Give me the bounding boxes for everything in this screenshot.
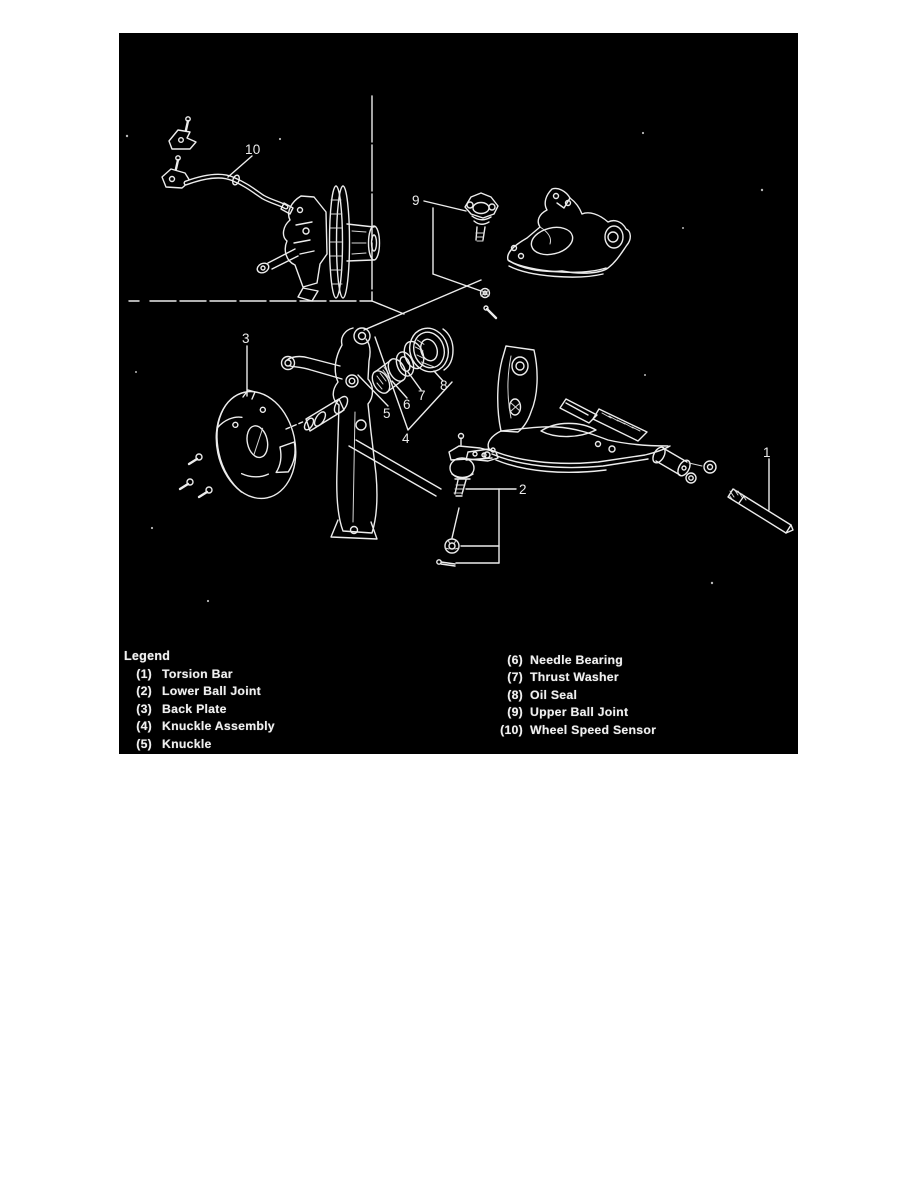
inset-box <box>128 95 405 315</box>
legend-item-name: Upper Ball Joint <box>530 705 629 720</box>
exploded-parts-diagram: 1 2 3 4 5 6 7 8 9 10 <box>125 95 794 603</box>
scan-noise <box>125 131 764 603</box>
legend-item-needle-bearing: (6) Needle Bearing <box>463 652 656 669</box>
legend-item-name: Oil Seal <box>530 687 578 702</box>
knuckle-drawing <box>280 327 378 540</box>
legend-item-name: Thrust Washer <box>530 670 619 685</box>
legend-item-thrust-washer: (7) Thrust Washer <box>463 669 656 686</box>
callout-1: 1 <box>763 445 771 460</box>
callout-10: 10 <box>245 142 261 157</box>
upper-control-arm-drawing <box>506 187 631 278</box>
legend-item-name: Torsion Bar <box>162 667 233 681</box>
back-plate-drawing <box>178 389 297 500</box>
wheel-speed-sensor-drawing <box>161 116 294 215</box>
callout-5: 5 <box>383 406 391 421</box>
legend-item-upper-ball-joint: (9) Upper Ball Joint <box>463 704 656 721</box>
bearing-stack-drawing <box>371 327 454 394</box>
legend-item-number: (1) <box>136 667 152 681</box>
legend-item-name: Back Plate <box>162 701 227 716</box>
diagram-panel: 1 2 3 4 5 6 7 8 9 10 Legend (1) Torsion … <box>119 33 798 754</box>
leader-lines <box>227 155 770 564</box>
legend-column-right: (6) Needle Bearing (7) Thrust Washer (8)… <box>463 652 656 739</box>
legend-title: Legend <box>124 649 171 663</box>
legend-item-number: (6) <box>507 653 523 667</box>
callout-labels: 1 2 3 4 5 6 7 8 9 10 <box>242 142 771 497</box>
legend-item-torsion-bar: (1) Torsion Bar <box>124 666 275 683</box>
legend-item-name: Knuckle Assembly <box>162 719 275 734</box>
callout-8: 8 <box>440 378 448 393</box>
legend-item-number: (2) <box>136 684 152 699</box>
legend-item-number: (10) <box>500 722 523 737</box>
legend-item-name: Needle Bearing <box>530 653 624 667</box>
torsion-bar-drawing <box>727 488 794 534</box>
legend-item-wheel-speed-sensor: (10) Wheel Speed Sensor <box>463 722 656 739</box>
legend-item-back-plate: (3) Back Plate <box>124 701 275 718</box>
callout-4: 4 <box>402 431 410 446</box>
legend-item-name: Knuckle <box>162 736 212 751</box>
legend-item-lower-ball-joint: (2) Lower Ball Joint <box>124 683 275 700</box>
legend-item-knuckle-assembly: (4) Knuckle Assembly <box>124 718 275 735</box>
callout-6: 6 <box>403 397 411 412</box>
callout-9: 9 <box>412 193 420 208</box>
legend-item-knuckle: (5) Knuckle <box>124 736 275 753</box>
legend-column-left: (1) Torsion Bar (2) Lower Ball Joint (3)… <box>124 666 275 753</box>
callout-3: 3 <box>242 331 250 346</box>
upper-ball-joint-drawing <box>464 192 499 320</box>
legend-item-number: (5) <box>136 736 152 751</box>
legend-item-name: Lower Ball Joint <box>162 684 261 699</box>
callout-7: 7 <box>418 388 426 403</box>
lower-control-arm-drawing <box>465 345 717 484</box>
legend-item-number: (9) <box>507 705 523 720</box>
legend-item-number: (8) <box>507 687 523 702</box>
legend-item-oil-seal: (8) Oil Seal <box>463 687 656 704</box>
callout-2: 2 <box>519 482 527 497</box>
legend-item-number: (7) <box>507 670 523 685</box>
legend-item-number: (4) <box>136 719 152 734</box>
hub-rotor-drawing <box>256 185 381 302</box>
legend-item-number: (3) <box>136 701 152 716</box>
lower-ball-joint-drawing <box>436 432 499 567</box>
legend-item-name: Wheel Speed Sensor <box>530 722 657 737</box>
